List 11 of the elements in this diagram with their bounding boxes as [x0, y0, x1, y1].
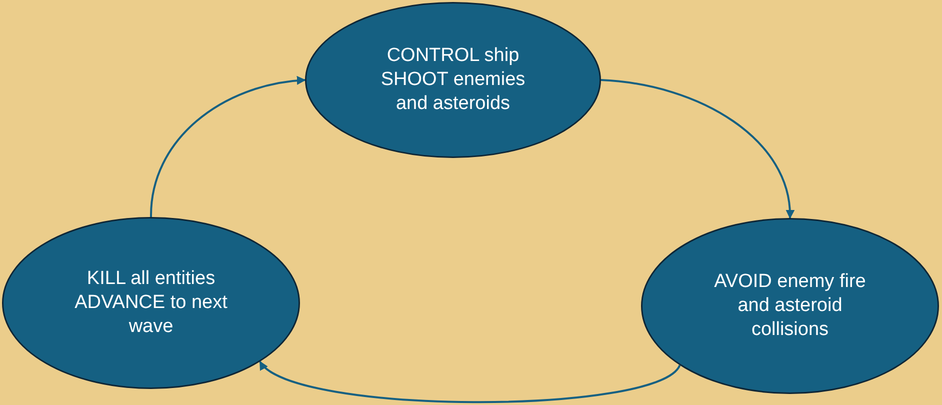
ellipse-node	[305, 2, 601, 158]
curved-arrow	[600, 79, 794, 219]
node-label: CONTROL ship	[386, 44, 520, 68]
node-label: KILL all entities	[86, 267, 216, 291]
ellipse-node	[2, 217, 300, 389]
curved-arrow	[150, 76, 306, 218]
node-label: ADVANCE to next wave	[74, 291, 228, 339]
node-label: SHOOT enemies and asteroids	[380, 68, 526, 116]
ellipse-node	[641, 218, 939, 394]
curved-arrow	[259, 360, 680, 404]
node-label: AVOID enemy fire and asteroid collisions	[713, 270, 867, 342]
